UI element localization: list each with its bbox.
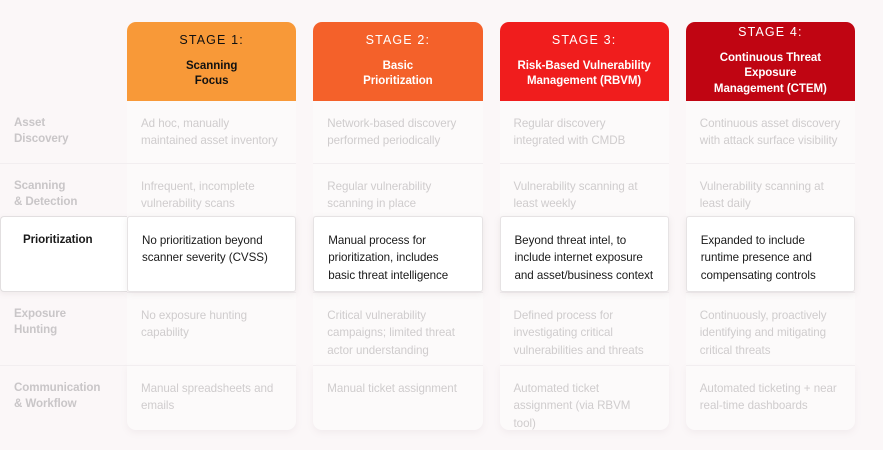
matrix-cell: Automated ticket assignment (via RBVM to…: [499, 365, 669, 430]
matrix-cell: No exposure hunting capability: [127, 292, 297, 365]
row-label: Exposure Hunting: [14, 307, 67, 337]
row-label: Scanning & Detection: [0, 163, 127, 216]
stage-kicker: STAGE 4:: [738, 25, 803, 40]
matrix-cell: Automated ticketing + near real-time das…: [685, 365, 855, 430]
row-label: Prioritization: [0, 216, 127, 292]
matrix-cell: Ad hoc, manually maintained asset invent…: [127, 101, 297, 163]
matrix-row: Asset Discovery Ad hoc, manually maintain…: [0, 101, 883, 163]
stage-card-4[interactable]: STAGE 4: Continuous Threat Exposure Manag…: [685, 22, 855, 102]
matrix-cell: Continuous asset discovery with attack s…: [685, 101, 855, 163]
stage-card-2[interactable]: STAGE 2: Basic Prioritization: [313, 22, 483, 102]
matrix-cell: Beyond threat intel, to include internet…: [499, 216, 669, 292]
matrix-cell: Continuously, proactively identifying an…: [685, 292, 855, 365]
matrix-cell: Expanded to include runtime presence and…: [685, 216, 855, 292]
stage-kicker: STAGE 1:: [179, 32, 244, 47]
matrix-cell: Infrequent, incomplete vulnerability sca…: [127, 163, 297, 216]
row-cells: Ad hoc, manually maintained asset invent…: [127, 101, 883, 163]
matrix-cell: Vulnerability scanning at least daily: [685, 163, 855, 216]
matrix-cell: No prioritization beyond scanner severit…: [127, 216, 297, 292]
row-label: Communication & Workflow: [0, 365, 127, 430]
row-cells: Infrequent, incomplete vulnerability sca…: [127, 163, 883, 216]
matrix-cell: Manual spreadsheets and emails: [127, 365, 297, 430]
stage-kicker: STAGE 2:: [365, 32, 431, 47]
matrix-cell: Critical vulnerability campaigns; limite…: [313, 292, 483, 365]
stage-header-row: STAGE 1: Scanning Focus STAGE 2: Basic Prio…: [127, 22, 855, 102]
matrix-cell: Manual ticket assignment: [313, 365, 483, 430]
matrix-grid: Asset Discovery Ad hoc, manually maintain…: [0, 101, 883, 450]
stage-card-3[interactable]: STAGE 3: Risk-Based Vulnerability Managem…: [499, 22, 669, 102]
matrix-cell: Regular discovery integrated with CMDB: [499, 101, 669, 163]
stage-title: Risk-Based Vulnerability Management (RBV…: [517, 59, 651, 87]
matrix-cell: Regular vulnerability scanning in place: [313, 163, 483, 216]
matrix-cell: Vulnerability scanning at least weekly: [499, 163, 669, 216]
stage-kicker: STAGE 3:: [551, 32, 617, 47]
matrix-cell: Defined process for investigating critic…: [499, 292, 669, 365]
matrix-cell: Network-based discovery performed period…: [313, 101, 483, 163]
stage-card-1[interactable]: STAGE 1: Scanning Focus: [127, 22, 297, 102]
row-label: Asset Discovery: [14, 116, 69, 146]
row-cells: No prioritization beyond scanner severit…: [127, 216, 883, 292]
stage-title: Continuous Threat Exposure Management (C…: [713, 52, 827, 95]
stage-title: Scanning Focus: [185, 59, 238, 87]
stage-title: Basic Prioritization: [363, 59, 433, 87]
matrix-row: Exposure Hunting No exposure hunting capa…: [0, 292, 883, 365]
matrix-cell: Manual process for prioritization, inclu…: [313, 216, 483, 292]
